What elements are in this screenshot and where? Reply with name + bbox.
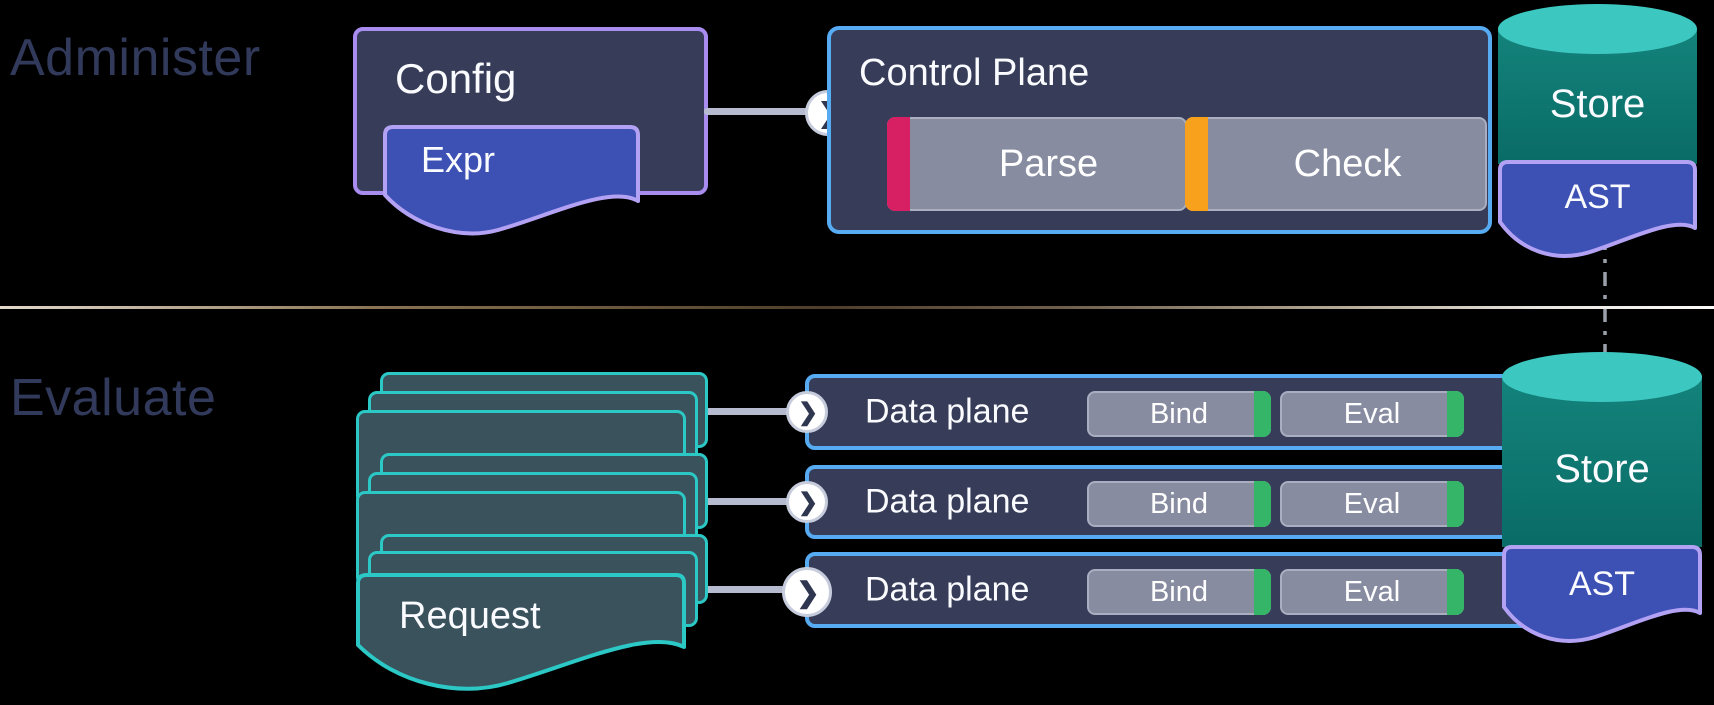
store-cylinder-top: Store bbox=[1497, 2, 1698, 164]
document-shape-icon bbox=[1498, 160, 1697, 258]
bind-label: Bind bbox=[1149, 487, 1209, 520]
data-plane-row-1: ❯ Data plane Bind Eval bbox=[786, 374, 1562, 450]
data-plane-row-3: ❯ Data plane Bind Eval bbox=[782, 552, 1562, 628]
check-label: Check bbox=[1293, 142, 1402, 185]
cylinder-icon bbox=[1502, 352, 1702, 547]
ast-document-bottom: AST bbox=[1500, 543, 1704, 655]
request-label: Request bbox=[399, 595, 541, 637]
data-plane-title: Data plane bbox=[865, 482, 1030, 521]
store-sync-dashed-connector bbox=[1603, 236, 1607, 354]
evaluate-section-label: Evaluate bbox=[10, 369, 217, 427]
config-to-control-plane-connector bbox=[704, 108, 828, 115]
eval-label: Eval bbox=[1343, 397, 1401, 430]
store-top-label: Store bbox=[1549, 82, 1646, 126]
check-accent-bar bbox=[1185, 117, 1208, 211]
control-plane-title: Control Plane bbox=[859, 52, 1090, 94]
parse-module: Parse bbox=[887, 117, 1187, 211]
parse-accent-bar bbox=[887, 117, 910, 211]
bind-label: Bind bbox=[1149, 575, 1209, 608]
bind-module: Bind bbox=[1087, 391, 1271, 437]
store-bottom-label: Store bbox=[1554, 447, 1650, 491]
eval-label: Eval bbox=[1343, 575, 1401, 608]
eval-label: Eval bbox=[1343, 487, 1401, 520]
administer-section-label: Administer bbox=[10, 29, 261, 87]
eval-module: Eval bbox=[1280, 481, 1464, 527]
document-shape-icon bbox=[1502, 545, 1702, 643]
expr-label: Expr bbox=[421, 139, 496, 180]
expr-document: Expr bbox=[381, 123, 642, 242]
config-title: Config bbox=[395, 55, 517, 102]
request-to-dataplane-2-connector bbox=[698, 498, 830, 505]
request-document: Request bbox=[354, 571, 688, 705]
bind-label: Bind bbox=[1149, 397, 1209, 430]
arrow-circle-icon: ❯ bbox=[782, 567, 832, 617]
data-plane-row-2: ❯ Data plane Bind Eval bbox=[786, 465, 1562, 539]
data-plane-title: Data plane bbox=[865, 570, 1030, 609]
bind-module: Bind bbox=[1087, 481, 1271, 527]
arrow-circle-icon: ❯ bbox=[786, 481, 828, 523]
document-shape-icon bbox=[383, 125, 640, 236]
check-module: Check bbox=[1185, 117, 1487, 211]
eval-accent-bar bbox=[1447, 569, 1464, 615]
document-shape-icon bbox=[356, 573, 686, 691]
request-to-dataplane-1-connector bbox=[698, 408, 830, 415]
cylinder-icon bbox=[1498, 4, 1697, 164]
parse-label: Parse bbox=[998, 142, 1099, 185]
data-plane-title: Data plane bbox=[865, 392, 1030, 431]
eval-module: Eval bbox=[1280, 391, 1464, 437]
eval-accent-bar bbox=[1447, 391, 1464, 437]
control-plane-box: Control Plane Parse Check bbox=[827, 26, 1492, 234]
section-divider bbox=[0, 306, 1714, 309]
ast-bottom-label: AST bbox=[1568, 565, 1636, 603]
ast-document-top: AST bbox=[1496, 158, 1699, 270]
eval-module: Eval bbox=[1280, 569, 1464, 615]
bind-module: Bind bbox=[1087, 569, 1271, 615]
store-cylinder-bottom: Store bbox=[1501, 351, 1703, 547]
request-to-dataplane-3-connector bbox=[698, 586, 830, 593]
eval-accent-bar bbox=[1447, 481, 1464, 527]
bind-accent-bar bbox=[1254, 391, 1271, 437]
ast-top-label: AST bbox=[1564, 178, 1631, 216]
bind-accent-bar bbox=[1254, 481, 1271, 527]
arrow-circle-icon: ❯ bbox=[786, 391, 828, 433]
bind-accent-bar bbox=[1254, 569, 1271, 615]
